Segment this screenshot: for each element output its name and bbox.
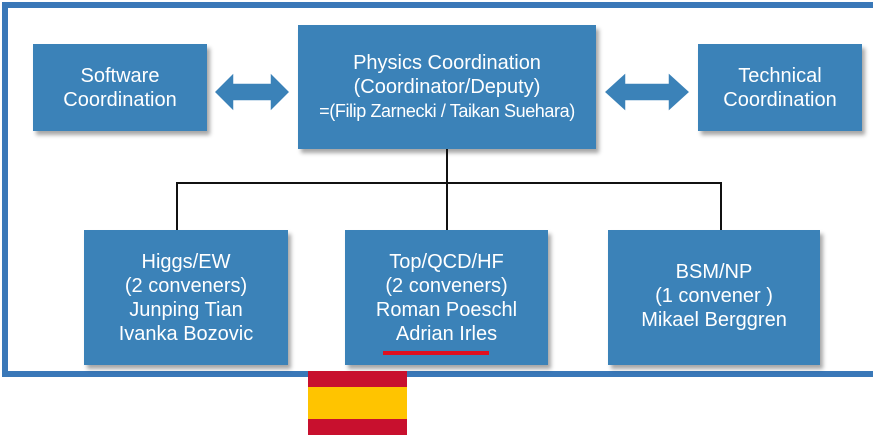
group-line: Mikael Berggren — [641, 309, 787, 331]
connector-vertical-right — [720, 182, 722, 230]
group-line: Roman Poeschl — [375, 298, 518, 321]
physics-line-2: (Coordinator/Deputy) — [353, 76, 541, 98]
software-line-2: Coordination — [63, 88, 177, 111]
technical-coordination-box: Technical Coordination — [698, 44, 862, 131]
group-line: Junping Tian — [129, 298, 243, 321]
top-qcd-hf-box: Top/QCD/HF (2 conveners) Roman Poeschl A… — [345, 230, 548, 365]
group-line: Ivanka Bozovic — [118, 322, 254, 345]
connector-vertical-main — [446, 149, 448, 182]
group-line: Top/QCD/HF — [389, 250, 504, 273]
group-line: BSM/NP — [675, 261, 753, 283]
spain-flag-icon — [308, 371, 407, 435]
physics-coordination-box: Physics Coordination (Coordinator/Deputy… — [298, 25, 596, 149]
group-line: (2 conveners) — [385, 274, 508, 297]
software-coordination-box: Software Coordination — [33, 44, 207, 131]
technical-line-1: Technical — [738, 64, 822, 87]
connector-vertical-middle — [446, 182, 448, 230]
software-line-1: Software — [80, 64, 160, 87]
connector-vertical-left — [176, 182, 178, 230]
group-line: Higgs/EW — [141, 250, 231, 273]
bsm-np-box: BSM/NP (1 convener ) Mikael Berggren — [608, 230, 820, 365]
diagram-frame — [2, 2, 873, 377]
group-line: (2 conveners) — [124, 274, 248, 297]
connector-horizontal — [176, 182, 722, 184]
group-line: (1 convener ) — [655, 285, 773, 307]
group-line: Adrian Irles — [395, 322, 498, 345]
technical-line-2: Coordination — [723, 88, 837, 111]
highlight-underline — [383, 351, 489, 355]
double-arrow-right — [604, 72, 690, 112]
higgs-ew-box: Higgs/EW (2 conveners) Junping Tian Ivan… — [84, 230, 288, 365]
double-arrow-left — [214, 72, 290, 112]
physics-line-3: =(Filip Zarnecki / Taikan Suehara) — [319, 101, 575, 121]
physics-line-1: Physics Coordination — [353, 52, 541, 74]
